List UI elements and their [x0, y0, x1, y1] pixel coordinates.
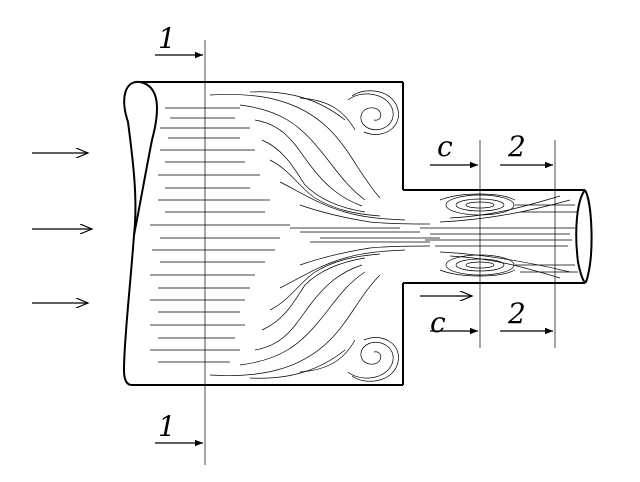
section-line-1: 1 1	[155, 22, 206, 465]
section-2-bottom-label: 2	[507, 297, 526, 330]
section-1-bottom-label: 1	[158, 410, 176, 443]
streamlines	[150, 91, 578, 379]
section-2-top-label: 2	[507, 130, 526, 163]
corner-vortex-bottom	[347, 337, 399, 382]
section-c-top-label: c	[437, 130, 453, 163]
contraction-eddy-top	[439, 193, 516, 216]
section-line-2: 2 2	[500, 130, 556, 348]
corner-vortex-top	[347, 90, 399, 135]
section-c-bottom-label: c	[430, 306, 446, 339]
section-1-top-label: 1	[158, 22, 176, 55]
section-line-c: c c	[420, 130, 481, 348]
pipe-outline	[122, 80, 593, 386]
contraction-eddy-bottom	[439, 254, 516, 277]
inflow-arrows	[32, 153, 92, 303]
